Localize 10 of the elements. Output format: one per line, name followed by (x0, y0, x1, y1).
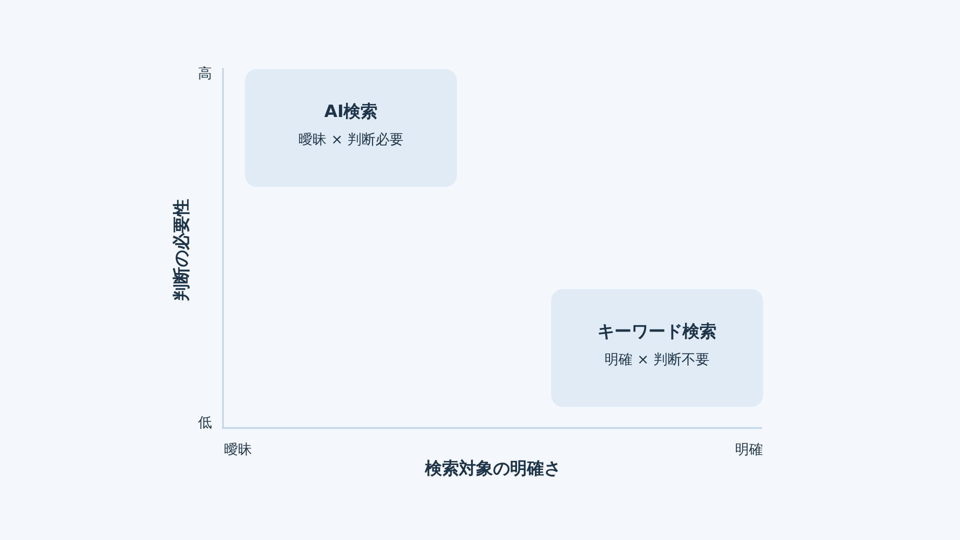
x-axis-title: 検索対象の明確さ (425, 459, 561, 480)
y-axis-tick-label: 低 (198, 414, 212, 432)
x-axis-tick-label: 曖昧 (224, 442, 252, 458)
y-axis-tick-label: 高 (198, 66, 212, 82)
x-axis-tick-label: 明確 (735, 442, 763, 458)
quadrant-description: 曖昧 × 判断必要 (298, 131, 404, 149)
y-axis-title: 判断の必要性 (172, 199, 192, 302)
quadrant-title: AI検索 (324, 101, 378, 123)
quadrant-description: 明確 × 判断不要 (604, 351, 710, 369)
quadrant-title: キーワード検索 (598, 321, 716, 343)
